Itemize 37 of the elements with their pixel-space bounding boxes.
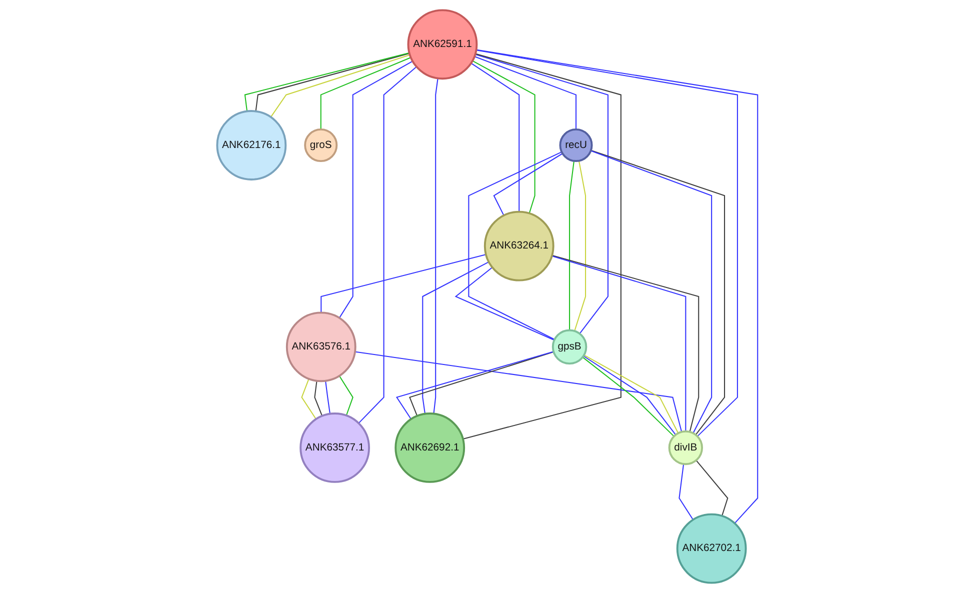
connector bbox=[696, 460, 728, 516]
node-circle: ANK63264.1 bbox=[484, 210, 554, 282]
connector bbox=[320, 57, 412, 130]
connector bbox=[320, 254, 486, 313]
connector bbox=[422, 261, 490, 414]
connector bbox=[314, 380, 323, 416]
connector bbox=[358, 66, 417, 424]
node-circle: divIB bbox=[668, 430, 704, 466]
connector bbox=[472, 60, 536, 214]
connector bbox=[433, 78, 438, 414]
connector bbox=[454, 267, 555, 341]
connector bbox=[301, 378, 317, 420]
node-circle: groS bbox=[304, 128, 338, 162]
connector bbox=[475, 54, 609, 334]
connector bbox=[325, 380, 331, 414]
connector bbox=[462, 53, 622, 440]
connector bbox=[678, 464, 694, 520]
connector bbox=[574, 160, 586, 332]
connector bbox=[476, 50, 738, 437]
node-circle: ANK63577.1 bbox=[300, 412, 370, 483]
connector bbox=[468, 152, 562, 340]
node-circle: ANK63576.1 bbox=[286, 312, 356, 382]
node-circle: ANK62591.1 bbox=[407, 9, 478, 80]
connector bbox=[355, 351, 682, 432]
connector bbox=[470, 62, 520, 212]
connector bbox=[339, 60, 413, 318]
connector bbox=[474, 56, 577, 130]
connector bbox=[493, 153, 563, 216]
node-circle: ANK62692.1 bbox=[394, 412, 466, 483]
node-circle: ANK62176.1 bbox=[216, 110, 287, 180]
connector bbox=[339, 376, 354, 416]
connector bbox=[476, 49, 758, 524]
connector bbox=[569, 160, 575, 330]
node-circle: gpsB bbox=[552, 329, 588, 365]
node-circle: ANK62702.1 bbox=[676, 513, 747, 584]
connector bbox=[270, 54, 410, 118]
node-circle: recU bbox=[559, 128, 593, 162]
